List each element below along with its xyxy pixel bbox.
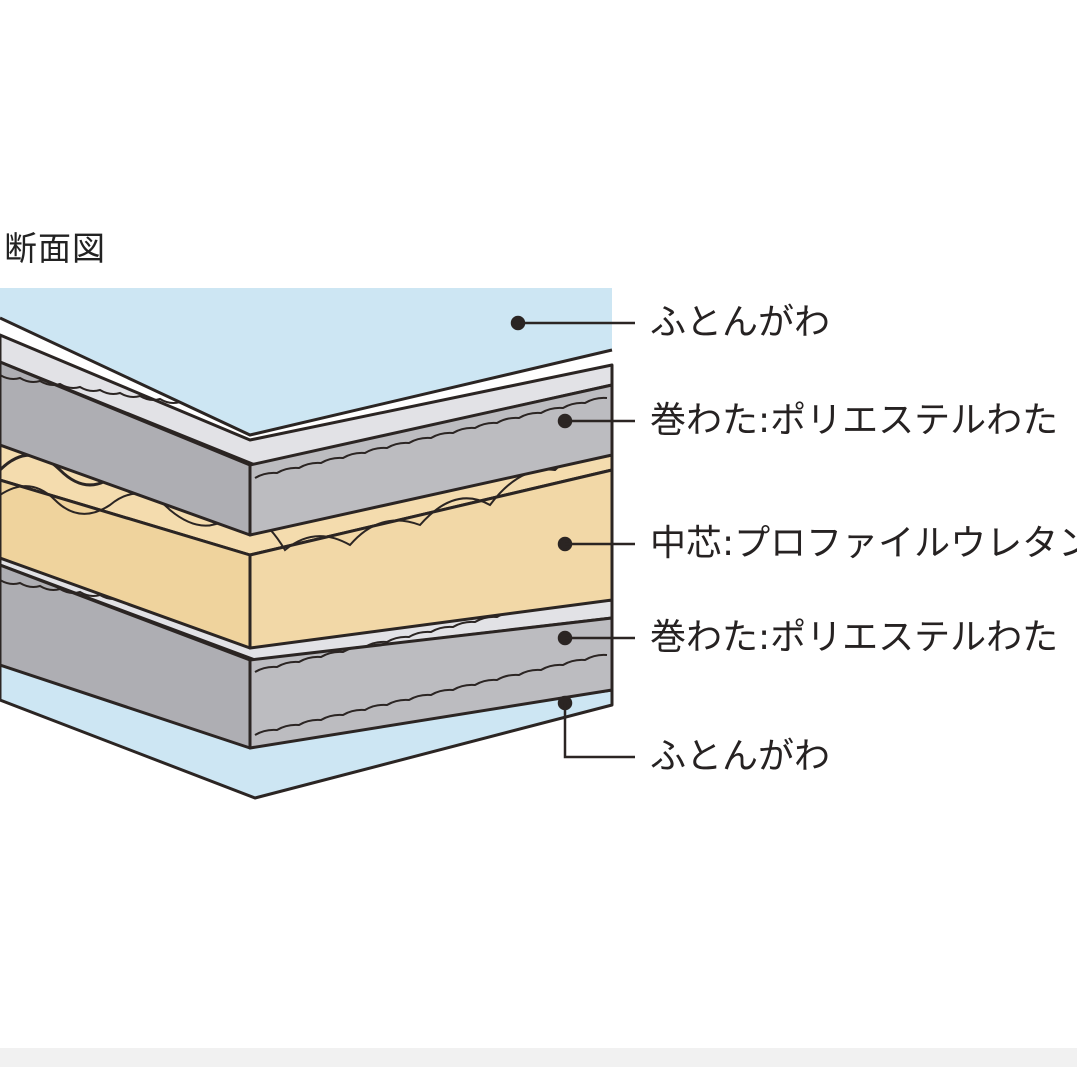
core-profile-wave-2 <box>0 444 603 552</box>
diagram-title: 断面図 <box>4 229 106 268</box>
cover-top-edge <box>0 316 613 437</box>
label-cover-bottom: ふとんがわ <box>650 736 831 777</box>
label-wadding-top: 巻わた:ポリエステルわた <box>650 400 1059 441</box>
core-front <box>248 468 614 650</box>
label-cover-top: ふとんがわ <box>650 302 831 343</box>
callout-leaders <box>510 315 635 759</box>
wadding-top-front <box>248 383 614 537</box>
label-wadding-bottom: 巻わた:ポリエステルわた <box>650 617 1059 658</box>
label-core: 中芯:プロファイルウレタン <box>650 523 1077 564</box>
leader-line-cover-bottom <box>563 703 635 759</box>
cover-top-layer <box>0 288 612 435</box>
bottom-divider <box>0 1048 1077 1067</box>
